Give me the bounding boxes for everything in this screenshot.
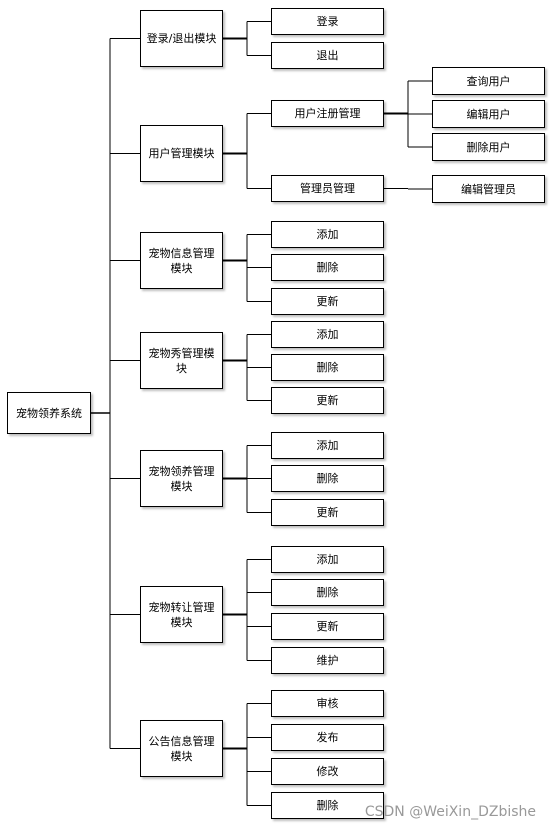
node-pet-show-add: 添加 [271, 321, 384, 348]
node-announcement-publish: 发布 [271, 724, 384, 751]
module-pet-info-management: 宠物信息管理模块 [140, 232, 223, 289]
node-login: 登录 [271, 8, 384, 35]
node-edit-admin: 编辑管理员 [432, 175, 545, 203]
node-adoption-delete: 删除 [271, 465, 384, 492]
node-delete-user: 删除用户 [432, 133, 545, 161]
node-adoption-add: 添加 [271, 432, 384, 459]
watermark-text: CSDN @WeiXin_DZbishe [364, 804, 536, 820]
node-pet-info-delete: 删除 [271, 254, 384, 281]
module-pet-transfer-management: 宠物转让管理模块 [140, 586, 223, 643]
node-pet-info-add: 添加 [271, 221, 384, 248]
node-announcement-delete: 删除 [271, 792, 384, 819]
node-logout: 退出 [271, 42, 384, 69]
node-user-registration-management: 用户注册管理 [271, 100, 384, 127]
node-pet-info-update: 更新 [271, 288, 384, 315]
module-user-management: 用户管理模块 [140, 125, 223, 182]
node-query-user: 查询用户 [432, 67, 545, 95]
node-pet-show-delete: 删除 [271, 354, 384, 381]
root-node: 宠物领养系统 [7, 392, 91, 434]
node-transfer-delete: 删除 [271, 579, 384, 606]
node-transfer-update: 更新 [271, 613, 384, 640]
module-pet-adoption-management: 宠物领养管理模块 [140, 450, 223, 507]
node-announcement-modify: 修改 [271, 758, 384, 785]
node-edit-user: 编辑用户 [432, 100, 545, 128]
module-login-logout: 登录/退出模块 [140, 10, 223, 67]
node-transfer-maintain: 维护 [271, 647, 384, 674]
node-transfer-add: 添加 [271, 546, 384, 573]
node-announcement-review: 审核 [271, 690, 384, 717]
module-announcement-management: 公告信息管理模块 [140, 720, 223, 777]
node-pet-show-update: 更新 [271, 387, 384, 414]
node-admin-management: 管理员管理 [271, 175, 384, 202]
module-pet-show-management: 宠物秀管理模块 [140, 332, 223, 389]
node-adoption-update: 更新 [271, 499, 384, 526]
